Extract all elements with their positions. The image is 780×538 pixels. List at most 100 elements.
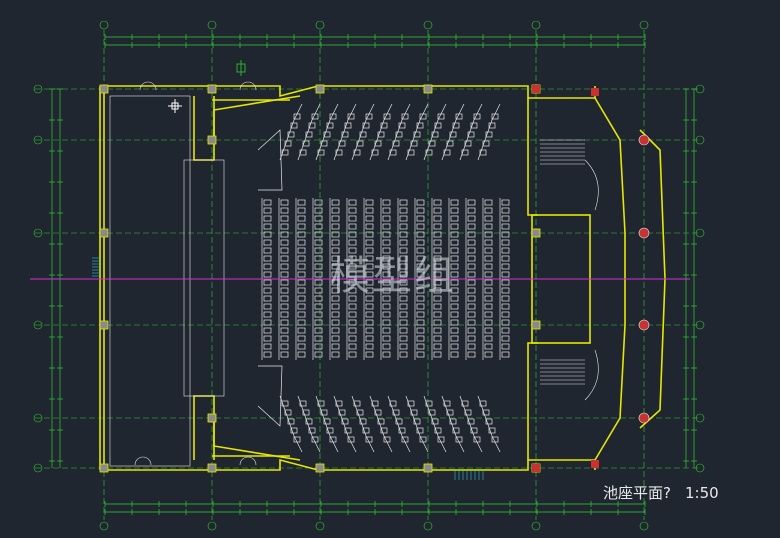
seat: [399, 247, 408, 254]
seat: [280, 271, 289, 278]
seat: [341, 131, 349, 138]
seat: [365, 271, 374, 278]
seat: [467, 295, 476, 302]
seat-row-upper: [333, 103, 357, 161]
seat: [263, 215, 272, 222]
seat: [297, 231, 306, 238]
wall-top: [100, 85, 596, 99]
seat: [365, 215, 374, 222]
seat: [263, 263, 272, 270]
seat: [484, 279, 493, 286]
seat-row-upper: [297, 103, 321, 161]
seat: [348, 343, 357, 350]
seat: [416, 327, 425, 334]
seat: [407, 400, 415, 407]
seat-row-lower: [351, 395, 375, 453]
seat: [362, 427, 370, 434]
seat: [314, 311, 323, 318]
seat: [392, 140, 400, 147]
column: [315, 463, 325, 473]
seat: [314, 207, 323, 214]
grid-bubble: [423, 20, 433, 30]
seat: [365, 113, 373, 120]
seat: [331, 263, 340, 270]
seat: [382, 295, 391, 302]
seat: [467, 287, 476, 294]
seat: [297, 287, 306, 294]
seat: [382, 311, 391, 318]
seat: [365, 319, 374, 326]
seat: [416, 215, 425, 222]
seat: [280, 303, 289, 310]
seat: [433, 207, 442, 214]
seat: [290, 427, 298, 434]
seat: [399, 351, 408, 358]
seat: [314, 255, 323, 262]
seat: [365, 327, 374, 334]
seat: [290, 122, 298, 129]
seat: [413, 131, 421, 138]
seat: [416, 335, 425, 342]
seat: [452, 427, 460, 434]
seat: [314, 335, 323, 342]
seat: [433, 279, 442, 286]
seat: [280, 343, 289, 350]
seat: [433, 351, 442, 358]
seat: [374, 409, 382, 416]
seat: [484, 255, 493, 262]
seat: [433, 327, 442, 334]
seat: [348, 255, 357, 262]
seat: [433, 255, 442, 262]
seat: [501, 215, 510, 222]
seat: [433, 223, 442, 230]
walls: [99, 85, 666, 471]
round-column: [638, 134, 650, 146]
seat-row-lower: [279, 395, 303, 453]
seat: [452, 122, 460, 129]
seat: [488, 122, 496, 129]
seat: [331, 319, 340, 326]
door-swing: [239, 456, 257, 466]
seat: [392, 409, 400, 416]
seat: [297, 351, 306, 358]
seat: [450, 231, 459, 238]
door-swing: [134, 456, 152, 466]
column: [423, 84, 433, 94]
seat: [371, 149, 379, 156]
structural-columns: [99, 84, 650, 473]
seat: [467, 223, 476, 230]
seat: [446, 409, 454, 416]
seat: [399, 199, 408, 206]
seat: [326, 427, 334, 434]
seat-row-lower: [297, 395, 321, 453]
seat: [382, 327, 391, 334]
seat: [470, 427, 478, 434]
seat: [348, 351, 357, 358]
seat: [374, 140, 382, 147]
seat: [399, 271, 408, 278]
seat: [348, 295, 357, 302]
seat-row-upper: [459, 103, 483, 161]
seat: [410, 409, 418, 416]
seat: [382, 207, 391, 214]
seat: [455, 113, 463, 120]
seat: [326, 122, 334, 129]
seat: [433, 263, 442, 270]
seat: [348, 223, 357, 230]
seat: [449, 131, 457, 138]
seat: [347, 436, 355, 443]
seat: [450, 207, 459, 214]
seat: [484, 223, 493, 230]
seat: [482, 140, 490, 147]
seat: [314, 223, 323, 230]
seat: [377, 131, 385, 138]
seat: [488, 427, 496, 434]
seat: [320, 140, 328, 147]
grid-bubble: [33, 320, 43, 330]
seat: [317, 149, 325, 156]
seat: [284, 409, 292, 416]
seat: [308, 427, 316, 434]
seat: [365, 279, 374, 286]
seat: [467, 255, 476, 262]
